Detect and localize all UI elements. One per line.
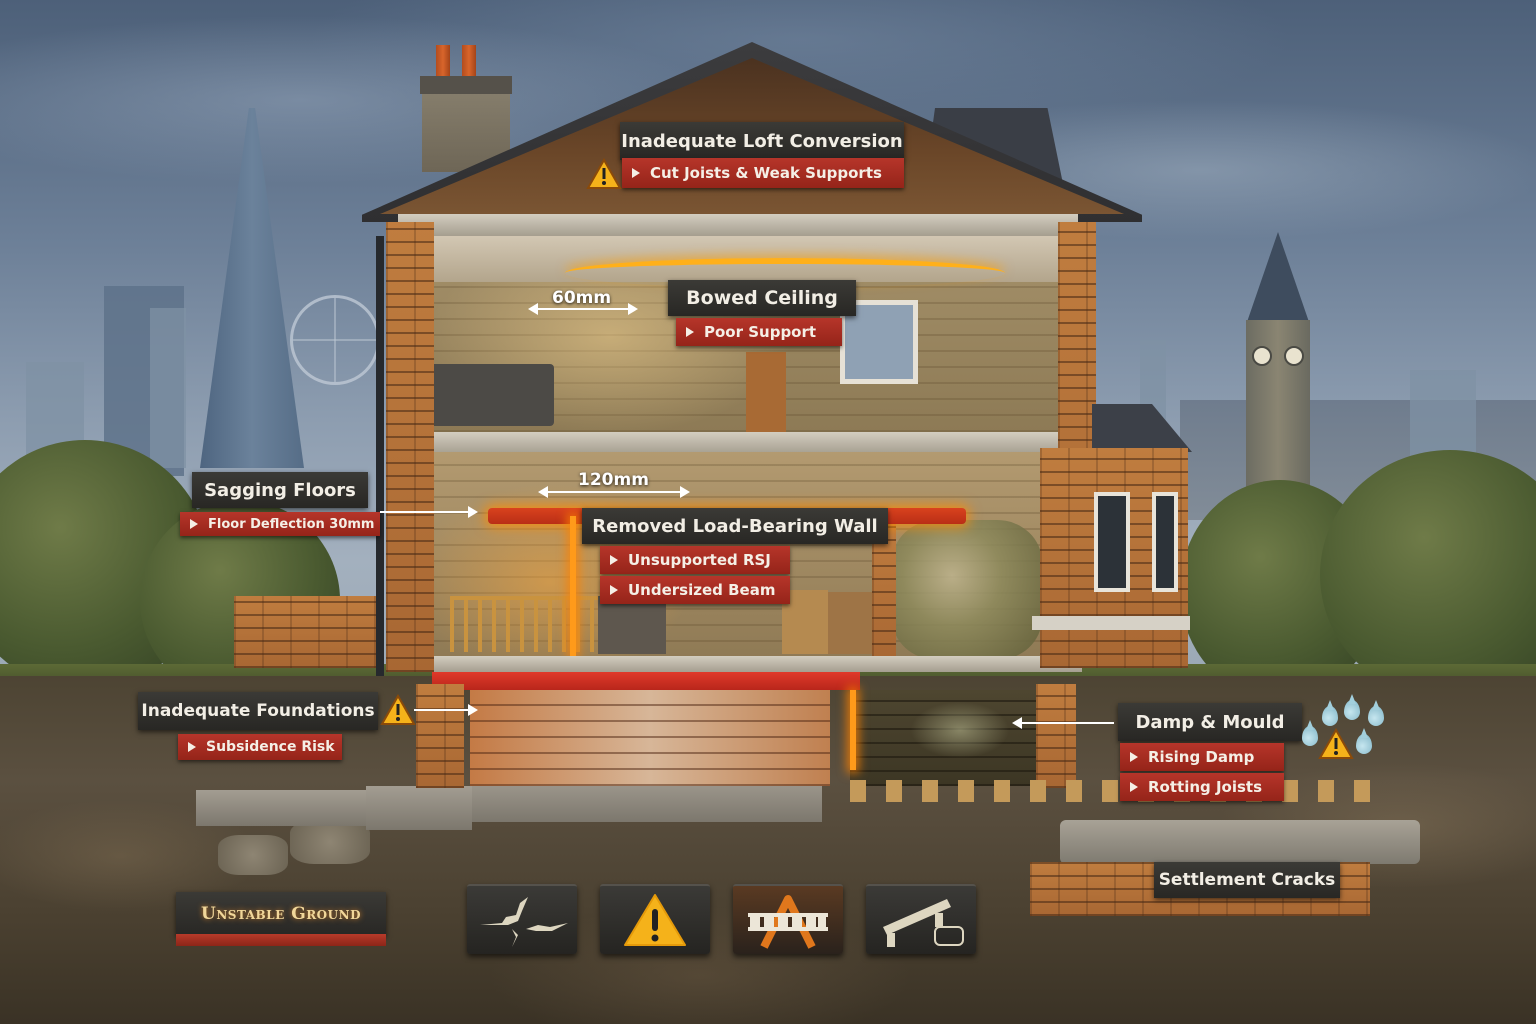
label-subitem: Unsupported RSJ: [600, 546, 790, 574]
downpipe: [376, 236, 384, 676]
cracked-soil: [218, 835, 288, 875]
crack-glyph: [480, 897, 568, 947]
furniture: [828, 592, 872, 654]
label-subitem-text: Poor Support: [704, 323, 817, 341]
water-drop-icon: [1344, 700, 1360, 720]
label-title: Settlement Cracks: [1154, 862, 1340, 898]
bay-window: [1152, 492, 1178, 592]
label-subitem: Subsidence Risk: [178, 734, 342, 760]
rotting-joists: [850, 780, 1370, 802]
dimension-label: 120mm: [578, 470, 649, 490]
label-subitem: Undersized Beam: [600, 576, 790, 604]
bowed-ceiling-highlight: [565, 258, 1005, 288]
bullet-triangle-icon: [686, 327, 694, 337]
label-title: Inadequate Foundations: [138, 692, 378, 730]
warning-triangle-icon: [380, 694, 416, 725]
broken-beam-icon: [866, 884, 976, 954]
water-drop-icon: [1368, 706, 1384, 726]
footing: [196, 790, 366, 826]
label-subitem-text: Subsidence Risk: [206, 739, 335, 755]
label-title: Sagging Floors: [192, 472, 368, 508]
clock-face-icon: [1284, 346, 1304, 366]
label-underline: [176, 934, 386, 946]
sagging-beam-glyph: [748, 895, 828, 949]
pointer-arrow-icon: [1012, 717, 1114, 729]
dimension-arrow-icon: [538, 486, 690, 498]
label-subitem: Rising Damp: [1120, 743, 1284, 771]
crack-icon: [467, 884, 577, 954]
bay-window: [1094, 492, 1130, 592]
label-subitem: Rotting Joists: [1120, 773, 1284, 801]
label-title: Unstable Ground: [176, 892, 386, 936]
window-sill: [1032, 616, 1190, 630]
first-floor-slab: [408, 432, 1072, 454]
london-eye-landmark: [290, 295, 380, 385]
skyline-building: [150, 308, 186, 468]
rsj-beam: [432, 672, 860, 690]
pointer-arrow-icon: [380, 506, 478, 518]
bullet-triangle-icon: [1130, 752, 1138, 762]
label-subitem: Cut Joists & Weak Supports: [622, 158, 904, 188]
label-title: Bowed Ceiling: [668, 280, 856, 316]
dimension-label: 60mm: [552, 288, 612, 308]
warning-triangle-icon: [1318, 728, 1354, 759]
label-title: Damp & Mould: [1118, 703, 1302, 741]
label-subitem-text: Rising Damp: [1148, 748, 1255, 766]
bullet-triangle-icon: [610, 585, 618, 595]
warning-triangle-icon: [586, 158, 622, 189]
warning-icon: [600, 884, 710, 954]
label-title: Removed Load-Bearing Wall: [582, 508, 888, 544]
bullet-triangle-icon: [632, 168, 640, 178]
label-subitem: Floor Deflection 30mm: [180, 512, 380, 536]
dimension-arrow-icon: [528, 303, 638, 315]
basement-wall-damp: [850, 690, 1040, 786]
label-subitem-text: Rotting Joists: [1148, 778, 1263, 796]
water-drop-icon: [1356, 734, 1372, 754]
label-subitem-text: Unsupported RSJ: [628, 551, 771, 569]
label-subitem-text: Undersized Beam: [628, 581, 776, 599]
foundation-pier: [416, 684, 464, 788]
sofa: [428, 364, 554, 426]
label-subitem-text: Floor Deflection 30mm: [208, 516, 375, 532]
chimney-cap: [420, 76, 512, 94]
ground-floor-slab: [424, 656, 1082, 672]
pointer-arrow-icon: [414, 704, 478, 716]
cracked-soil: [290, 820, 370, 864]
loft-floor: [398, 214, 1078, 236]
door: [746, 352, 786, 432]
tree: [1320, 450, 1536, 700]
water-drop-icon: [1322, 706, 1338, 726]
basement-wall-cracked: [470, 690, 830, 786]
foundation-pier: [1036, 684, 1076, 788]
label-subitem: Poor Support: [676, 318, 842, 346]
cracked-footing: [1060, 820, 1420, 864]
wall-crack-glow: [570, 516, 576, 656]
label-title: Inadequate Loft Conversion: [620, 122, 904, 160]
bay-window-wall: [1032, 448, 1190, 668]
chimney-pot: [462, 45, 476, 79]
broken-beam-glyph: [883, 899, 964, 947]
bullet-triangle-icon: [610, 555, 618, 565]
clock-face-icon: [1252, 346, 1272, 366]
chimney-pot: [436, 45, 450, 79]
bullet-triangle-icon: [188, 742, 196, 752]
bullet-triangle-icon: [1130, 782, 1138, 792]
sagging-beam-icon: [733, 884, 843, 954]
mould-patch: [892, 520, 1042, 660]
footing: [366, 786, 472, 830]
warning-glyph: [624, 894, 686, 946]
cabinet: [598, 596, 666, 654]
water-drop-icon: [1302, 726, 1318, 746]
bullet-triangle-icon: [190, 519, 198, 529]
crack-glow: [850, 690, 856, 770]
label-subitem-text: Cut Joists & Weak Supports: [650, 164, 882, 182]
left-wall: [386, 222, 434, 672]
garden-wall: [234, 596, 384, 668]
